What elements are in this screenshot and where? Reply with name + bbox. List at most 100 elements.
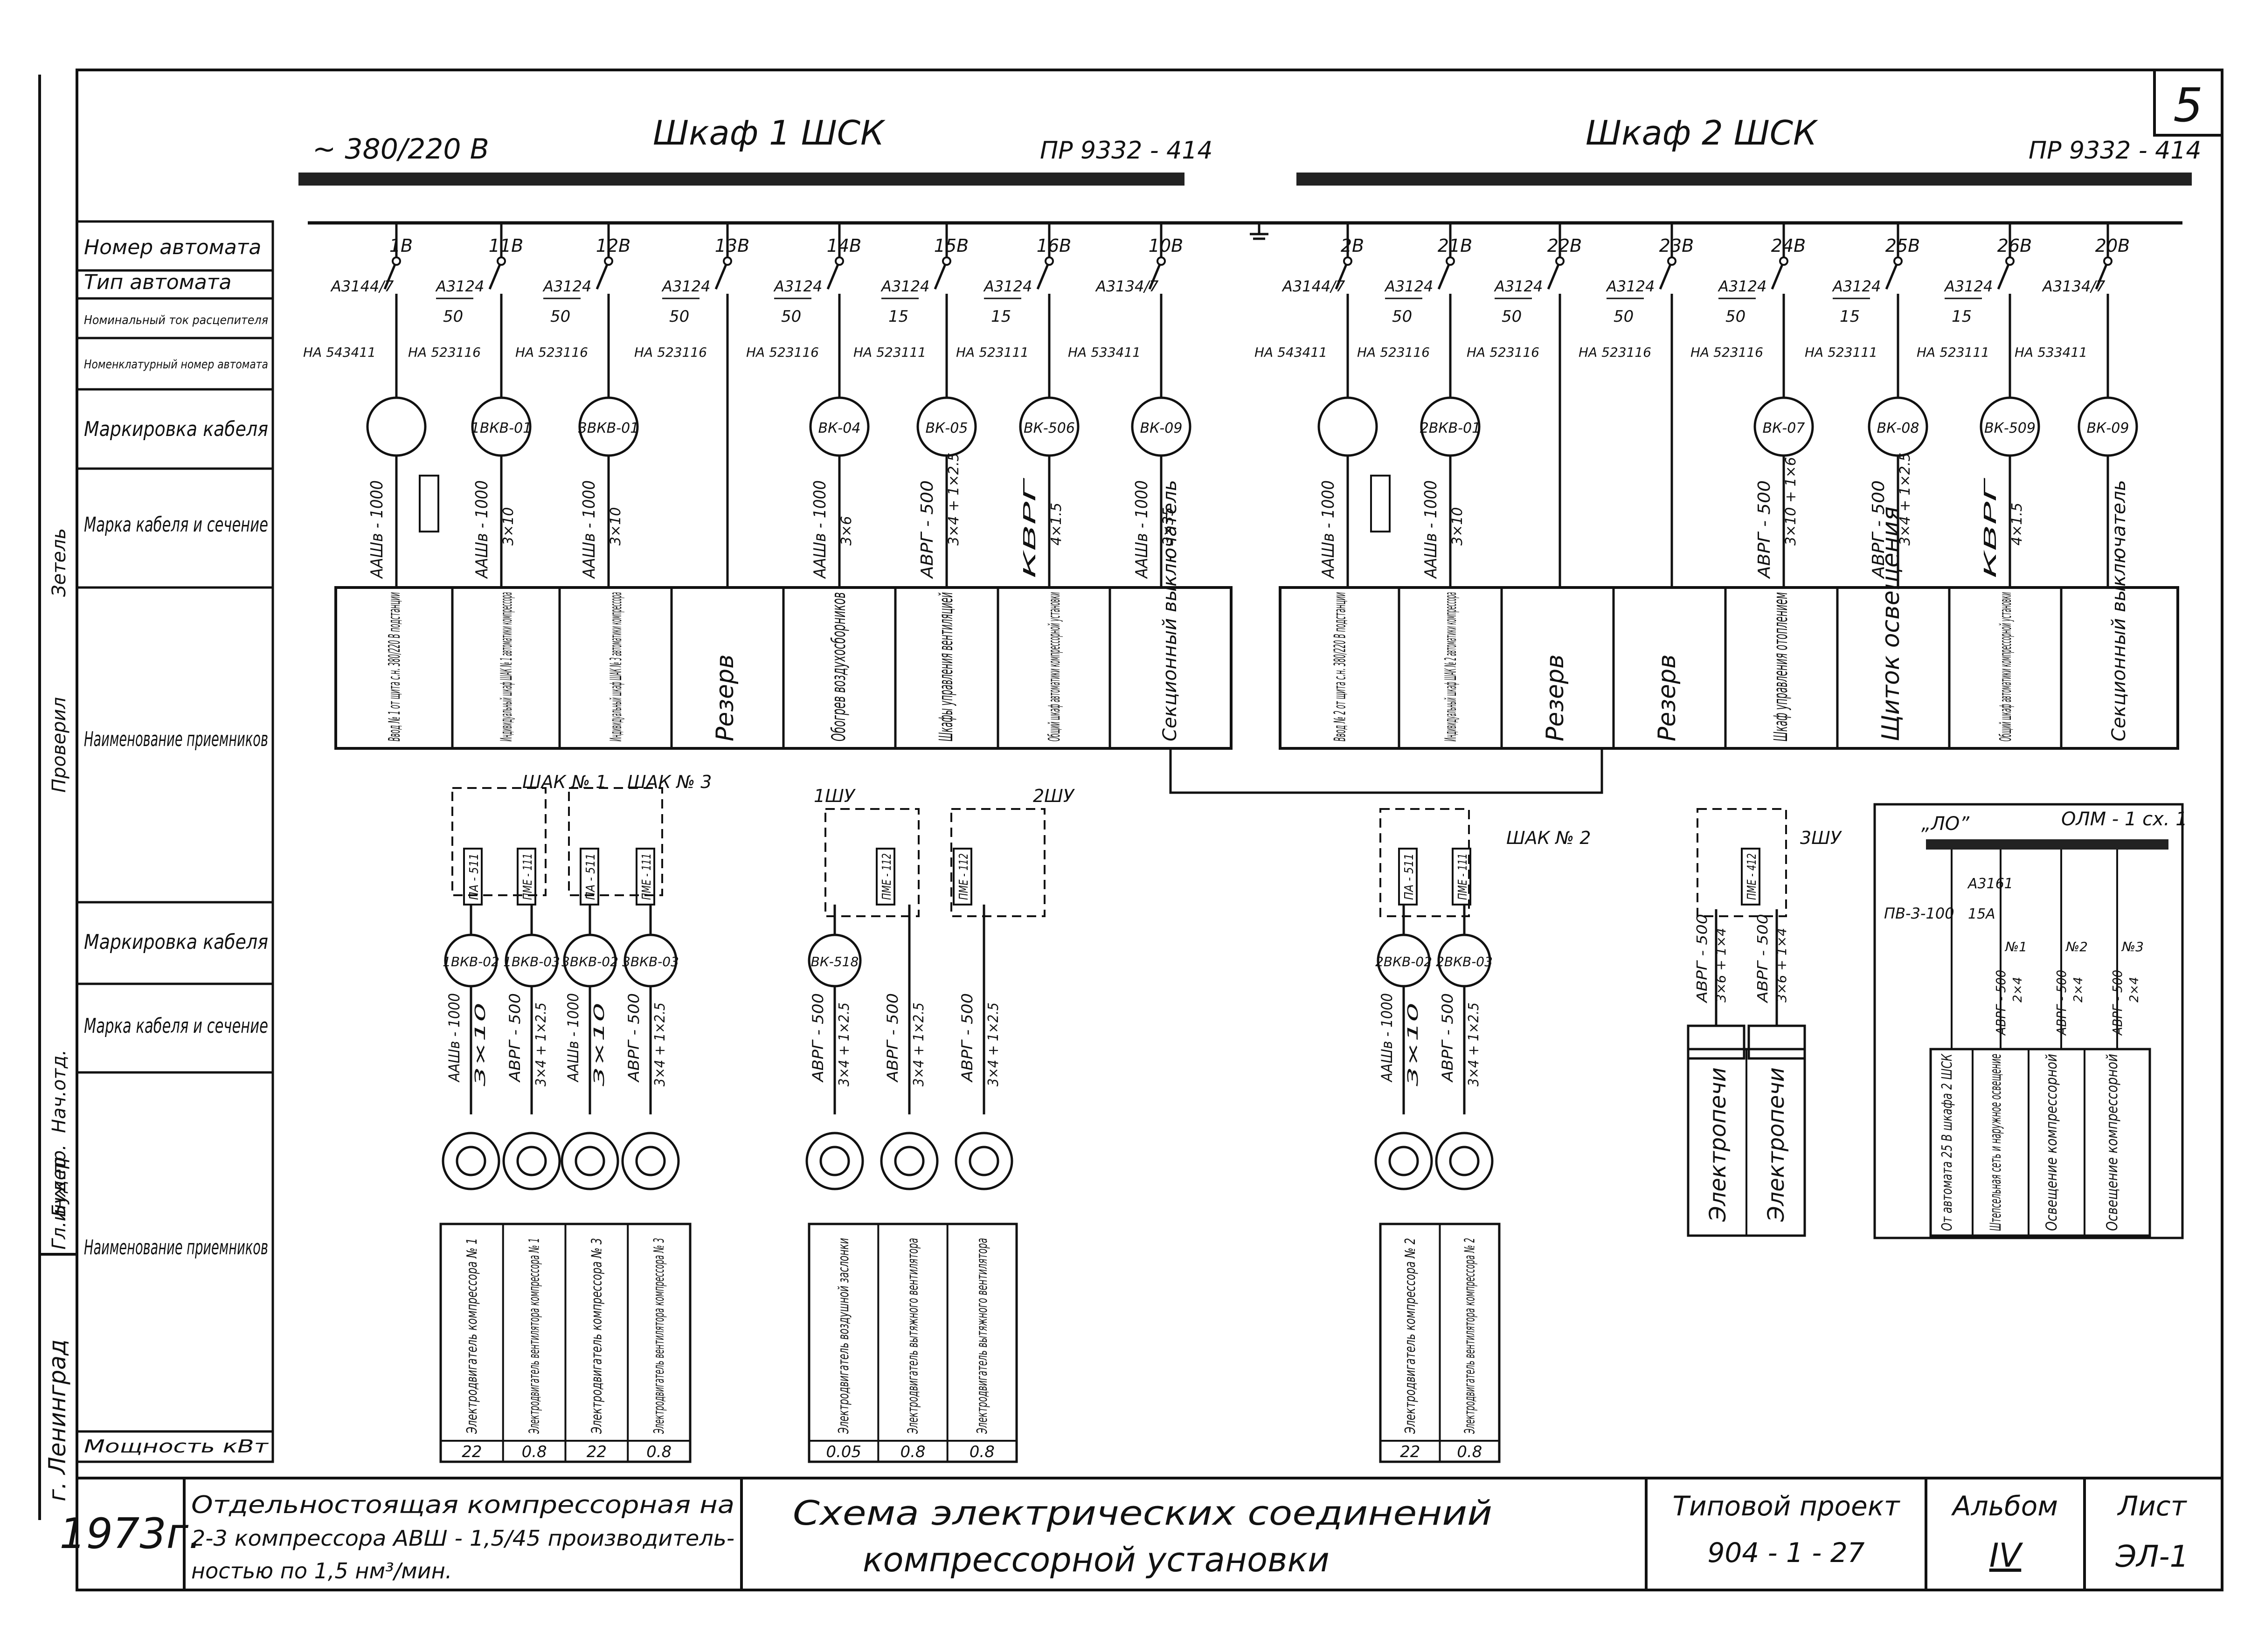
- drawing-title-1: Схема электрических соединений: [793, 1493, 1492, 1533]
- catalog-number: НА 533411: [2015, 345, 2087, 360]
- project-number: 904 - 1 - 27: [1707, 1537, 1864, 1569]
- breaker-type: А3124: [435, 277, 484, 295]
- cable-brand: ААШв - 1000: [810, 480, 830, 579]
- motor-power: 0.8: [900, 1443, 925, 1461]
- cable-label: 2ВКВ-03: [1436, 954, 1493, 969]
- catalog-number: НА 523116: [1357, 345, 1430, 360]
- breaker-pivot: [1555, 256, 1565, 266]
- cable-label: ВК-08: [1877, 420, 1919, 436]
- motor-symbol-inner: [516, 1146, 547, 1176]
- motor-name: Электродвигатель вытяжного вентилятора: [974, 1238, 990, 1434]
- breaker-pivot: [835, 256, 844, 266]
- motor-name: Электродвигатель компрессора № 2: [1402, 1238, 1419, 1434]
- cable-section: 3×4 + 1×2.5: [1897, 453, 1913, 546]
- control-cabinet-label: 2ШУ: [1033, 786, 1075, 806]
- heater-name: Электропечи: [1705, 1067, 1731, 1222]
- breaker-pivot: [1343, 256, 1352, 266]
- breaker-pivot: [723, 256, 732, 266]
- cable-marker: [1420, 396, 1481, 457]
- cable-brand: КВРГ: [1981, 477, 2000, 578]
- role-label: Гл.инж.пр.: [48, 1144, 70, 1250]
- cable-brand: ААШв - 1000: [1378, 993, 1396, 1083]
- cable-marker: [563, 933, 617, 988]
- row-catalog-number: Номенклатурный номер автомата: [84, 358, 268, 372]
- catalog-number: НА 523116: [1579, 345, 1651, 360]
- cabinet-2-title: Шкаф 2 ШСК: [1586, 113, 1818, 152]
- receiver-name: Щиток освещения: [1877, 506, 1905, 741]
- cable-marker: [808, 933, 862, 988]
- device-label: ПА - 511: [467, 853, 481, 900]
- breaker-type: А3124: [1494, 277, 1543, 295]
- lighting-bus: [1926, 839, 2168, 850]
- breaker-number: 11В: [489, 235, 523, 256]
- breaker-pivot: [604, 256, 613, 266]
- breaker-pivot: [392, 256, 401, 266]
- lighting-group-name: Освещение компрессорной: [2043, 1054, 2060, 1231]
- motor-symbol: [1374, 1132, 1433, 1190]
- breaker-type: А3124: [773, 277, 822, 295]
- row-cable-marking-2: Маркировка кабеля: [84, 930, 268, 954]
- motor-symbol: [442, 1132, 500, 1190]
- device-label: ПМЕ - 412: [1745, 853, 1759, 900]
- catalog-number: НА 523116: [1690, 345, 1763, 360]
- breaker-number: 22В: [1547, 235, 1582, 256]
- group-cable-section: 2×4: [2127, 977, 2141, 1002]
- catalog-number: НА 523116: [634, 345, 707, 360]
- cable-marker: [578, 396, 639, 457]
- breaker-contact: [714, 261, 729, 290]
- cable-label: 1ВКВ-03: [503, 954, 560, 969]
- motor-name: Электродвигатель компрессора № 3: [589, 1238, 605, 1434]
- cable-marker: [1377, 933, 1431, 988]
- receiver-table: [334, 586, 2179, 750]
- motor-power: 22: [587, 1443, 607, 1461]
- breaker-contact: [383, 261, 398, 290]
- bus-ground-symbol: [1250, 223, 1268, 240]
- breaker-number: 20В: [2095, 235, 2130, 256]
- breaker-number: 24В: [1771, 235, 1806, 256]
- catalog-number: НА 523111: [1805, 345, 1877, 360]
- cabinet-1-title: Шкаф 1 ШСК: [653, 113, 886, 152]
- breaker-rating: 15: [991, 307, 1011, 326]
- breaker-type: А3144/7: [1281, 277, 1345, 295]
- breaker-type: А3124: [880, 277, 929, 295]
- group-number: №2: [2065, 939, 2088, 954]
- breaker-type: А3134/7: [1095, 277, 1159, 295]
- breaker-rating: 50: [781, 307, 801, 326]
- supply-voltage: ~ 380/220 В: [312, 133, 489, 166]
- breaker-contact: [1437, 261, 1452, 290]
- role-label: Нач.отд.: [48, 1050, 70, 1133]
- cable-brand: АВРГ - 500: [1439, 993, 1456, 1083]
- breaker-rating: 50: [1392, 307, 1412, 326]
- cable-section: 3×4 + 1×2.5: [652, 1002, 668, 1086]
- catalog-number: НА 523111: [956, 345, 1029, 360]
- cable-section: 4×1.5: [1048, 503, 1065, 546]
- lighting-panel-model: ОЛМ - 1 сх. 1: [2061, 809, 2188, 830]
- cable-marker: [916, 396, 977, 457]
- title-object-3: ностью по 1,5 нм³/мин.: [191, 1558, 452, 1583]
- breaker-pivot: [2005, 256, 2015, 266]
- cabinet-bars: [298, 173, 2192, 186]
- motor-name: Электродвигатель вентилятора компрессора…: [651, 1238, 667, 1434]
- device-label: ПМЕ - 111: [521, 853, 535, 900]
- breaker-number: 10В: [1149, 235, 1183, 256]
- row-header-table: [76, 220, 274, 1463]
- title-year: 1973г.: [60, 1509, 202, 1558]
- cable-brand: АВРГ - 500: [918, 480, 937, 579]
- heater-cable-brand: АВРГ - 500: [1755, 914, 1771, 1003]
- group-cable-section: 2×4: [2011, 977, 2025, 1002]
- breaker-type: А3134/7: [2042, 277, 2106, 295]
- breaker-rating: 15: [1952, 307, 1972, 326]
